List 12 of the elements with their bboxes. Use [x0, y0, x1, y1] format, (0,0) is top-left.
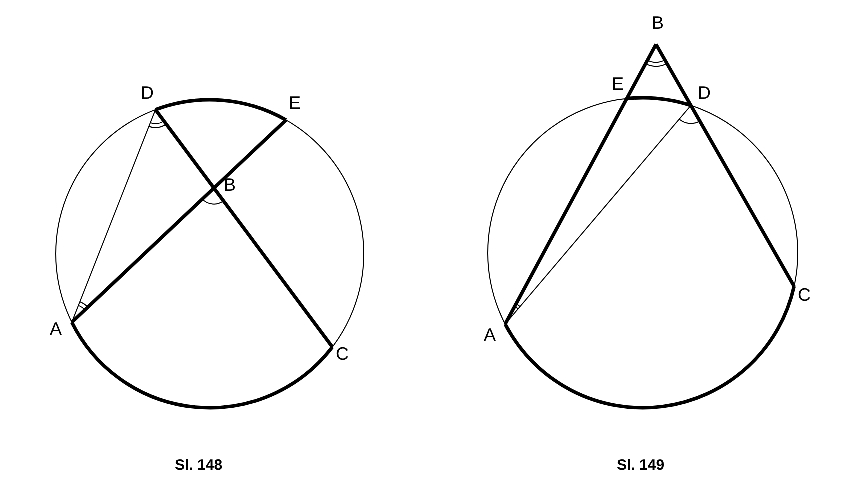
point-label: D — [698, 84, 711, 102]
figure-caption: Sl. 149 — [617, 458, 665, 473]
point-label: B — [652, 14, 664, 32]
point-label: A — [50, 320, 62, 338]
point-label: A — [484, 326, 496, 344]
point-label: B — [224, 176, 236, 194]
point-label: E — [289, 94, 302, 112]
point-label: C — [798, 286, 811, 304]
point-label: D — [141, 84, 154, 102]
figure-caption: Sl. 148 — [175, 458, 223, 473]
point-label: E — [612, 75, 624, 93]
point-label: C — [336, 345, 349, 363]
